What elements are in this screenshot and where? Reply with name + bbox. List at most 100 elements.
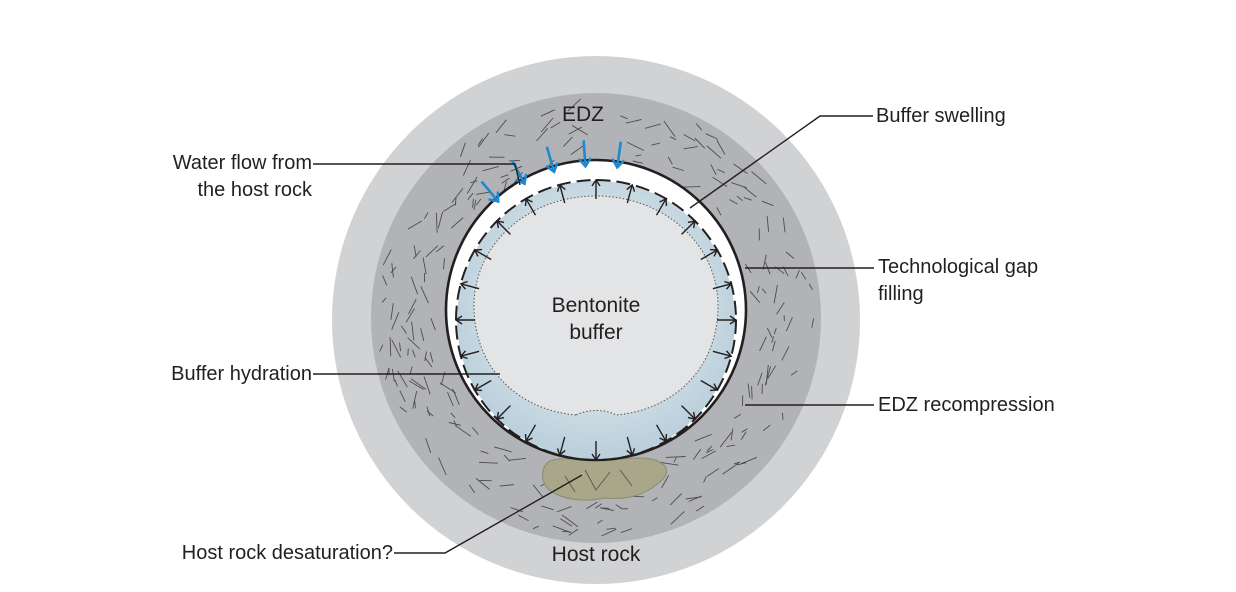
- edz-fracture: [695, 123, 703, 131]
- technological-gap-label-line1: Technological gap: [878, 256, 1039, 278]
- edz-fracture: [391, 312, 400, 330]
- swelling-arrow-icon: [524, 197, 537, 216]
- edz-fracture: [705, 133, 718, 140]
- edz-fracture: [781, 346, 790, 361]
- edz-fracture: [480, 450, 489, 455]
- edz-fracture: [541, 505, 554, 511]
- edz-fracture: [467, 192, 474, 200]
- edz-fracture: [413, 250, 421, 260]
- edz-fracture: [408, 380, 424, 390]
- edz-fracture: [683, 146, 698, 150]
- swelling-arrow-icon: [700, 379, 719, 392]
- leader-host-rock-desaturation: [394, 474, 583, 554]
- edz-fracture: [733, 163, 748, 174]
- edz-fracture: [399, 406, 407, 413]
- edz-fracture: [503, 454, 511, 462]
- edz-fracture: [426, 406, 431, 417]
- buffer-swelling-arrows: [454, 178, 738, 462]
- dry-bentonite-core: [473, 195, 719, 416]
- edz-fracture: [626, 141, 644, 151]
- edz-fracture: [729, 199, 738, 205]
- edz-fracture: [409, 366, 413, 374]
- technological-gap-label-line2: filling: [878, 283, 924, 305]
- bentonite-label-line1: Bentonite: [551, 294, 641, 317]
- swelling-arrow-icon: [655, 424, 668, 443]
- edz-fracture: [472, 198, 474, 208]
- edz-fracture: [389, 337, 392, 357]
- edz-fracture: [707, 468, 720, 477]
- leader-lines: [313, 115, 874, 554]
- edz-fracture: [560, 518, 573, 527]
- edz-fracture: [586, 501, 598, 510]
- edz-fracture: [736, 195, 743, 202]
- edz-fracture: [556, 506, 572, 513]
- bentonite-label-line2: buffer: [569, 321, 623, 344]
- edz-fracture: [673, 456, 678, 463]
- swelling-arrow-icon: [712, 350, 733, 360]
- edz-fracture: [767, 365, 777, 379]
- edz-fracture: [423, 376, 431, 395]
- edz-fracture: [450, 412, 456, 419]
- edz-fracture: [710, 164, 717, 176]
- edz-fracture: [495, 119, 507, 134]
- edz-fracture: [795, 269, 800, 279]
- edz-fracture: [454, 425, 471, 437]
- edz-fracture: [761, 200, 774, 207]
- buffer-swelling-label: Buffer swelling: [876, 105, 1006, 127]
- edz-fracture: [785, 317, 793, 332]
- edz-fracture: [733, 413, 742, 419]
- edz-fracture: [407, 348, 409, 356]
- edz-fracture: [425, 437, 432, 454]
- edz-fracture: [659, 461, 679, 466]
- water-flow-label-line1: Water flow from: [172, 152, 312, 174]
- edz-fracture: [503, 181, 508, 190]
- edz-fracture: [473, 199, 477, 210]
- edz-fracture: [645, 123, 662, 129]
- edz-fracture: [443, 258, 445, 270]
- edz-fracture: [694, 137, 706, 149]
- edz-fracture: [568, 126, 583, 135]
- edz-fracture: [379, 344, 384, 352]
- edz-fracture: [741, 428, 748, 433]
- edz-fracture: [494, 446, 512, 453]
- edz-fracture: [595, 503, 602, 509]
- edz-fracture: [740, 431, 747, 440]
- edz-fracture: [424, 212, 429, 219]
- edz-fracture: [391, 263, 394, 278]
- edz-fracture: [414, 401, 416, 409]
- edz-fracture: [762, 424, 771, 432]
- edz-fracture: [470, 180, 478, 184]
- edz-fracture: [478, 461, 498, 464]
- edz-fracture: [561, 514, 579, 527]
- edz-fracture: [773, 328, 777, 335]
- water-flow-arrow-icon: [480, 180, 500, 204]
- edz-fracture: [448, 422, 461, 426]
- edz-fracture: [504, 134, 516, 137]
- edz-fracture: [407, 337, 421, 350]
- edz-fracture: [400, 325, 407, 334]
- edz-fracture: [462, 159, 471, 176]
- edz-fracture: [438, 457, 447, 476]
- edz-fracture: [477, 138, 483, 146]
- swelling-arrow-icon: [655, 197, 668, 216]
- edz-fracture: [597, 519, 603, 524]
- edz-fracture: [567, 98, 581, 112]
- edz-fracture: [413, 245, 417, 257]
- edz-fracture: [651, 142, 661, 146]
- edz-fracture: [740, 456, 758, 465]
- edz-fracture: [733, 461, 741, 465]
- edz-fracture: [391, 368, 395, 382]
- swelling-arrow-icon: [681, 220, 696, 235]
- edz-fracture: [766, 215, 770, 232]
- edz-fracture: [681, 186, 701, 188]
- edz-fracture: [475, 478, 490, 490]
- edz-fracture: [407, 220, 423, 230]
- edz-fracture: [808, 283, 813, 291]
- edz-fracture: [439, 382, 456, 394]
- host-rock-label: Host rock: [551, 543, 641, 566]
- edz-fracture: [540, 117, 554, 133]
- edz-fracture: [429, 352, 434, 363]
- edz-fracture: [706, 445, 713, 452]
- edz-fracture: [683, 134, 696, 142]
- edz-fracture: [731, 182, 748, 189]
